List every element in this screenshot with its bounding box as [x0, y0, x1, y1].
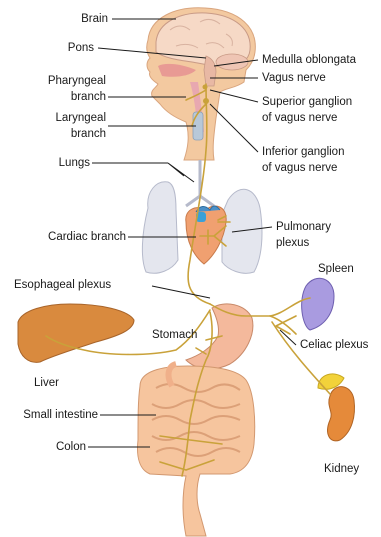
label-lungs: Lungs [16, 156, 90, 170]
left-lung [142, 182, 178, 273]
label-superior-ganglion-line1: Superior ganglion [262, 95, 352, 109]
label-inferior-ganglion-line2: of vagus nerve [262, 161, 337, 175]
label-vagus-nerve: Vagus nerve [262, 71, 326, 85]
label-liver: Liver [34, 376, 59, 390]
right-lung [222, 189, 262, 273]
label-celiac-plexus: Celiac plexus [300, 338, 368, 352]
spleen [302, 278, 334, 330]
label-laryngeal-line1: Laryngeal [16, 111, 106, 125]
label-superior-ganglion-line2: of vagus nerve [262, 111, 337, 125]
label-esophageal-plexus: Esophageal plexus [14, 278, 111, 292]
label-spleen: Spleen [318, 262, 354, 276]
label-small-intestine: Small intestine [4, 408, 98, 422]
label-medulla-oblongata: Medulla oblongata [262, 53, 356, 67]
label-cardiac-branch: Cardiac branch [6, 230, 126, 244]
label-pharyngeal-line2: branch [16, 90, 106, 104]
kidney [328, 387, 355, 441]
label-pulmonary-plexus-line2: plexus [276, 236, 309, 250]
heart [186, 206, 226, 264]
label-laryngeal-line2: branch [16, 127, 106, 141]
label-inferior-ganglion-line1: Inferior ganglion [262, 145, 344, 159]
label-stomach: Stomach [152, 328, 197, 342]
label-pons: Pons [40, 41, 94, 55]
label-colon: Colon [20, 440, 86, 454]
label-pharyngeal-line1: Pharyngeal [16, 74, 106, 88]
label-pulmonary-plexus-line1: Pulmonary [276, 220, 331, 234]
label-brain: Brain [40, 12, 108, 26]
label-kidney: Kidney [324, 462, 359, 476]
